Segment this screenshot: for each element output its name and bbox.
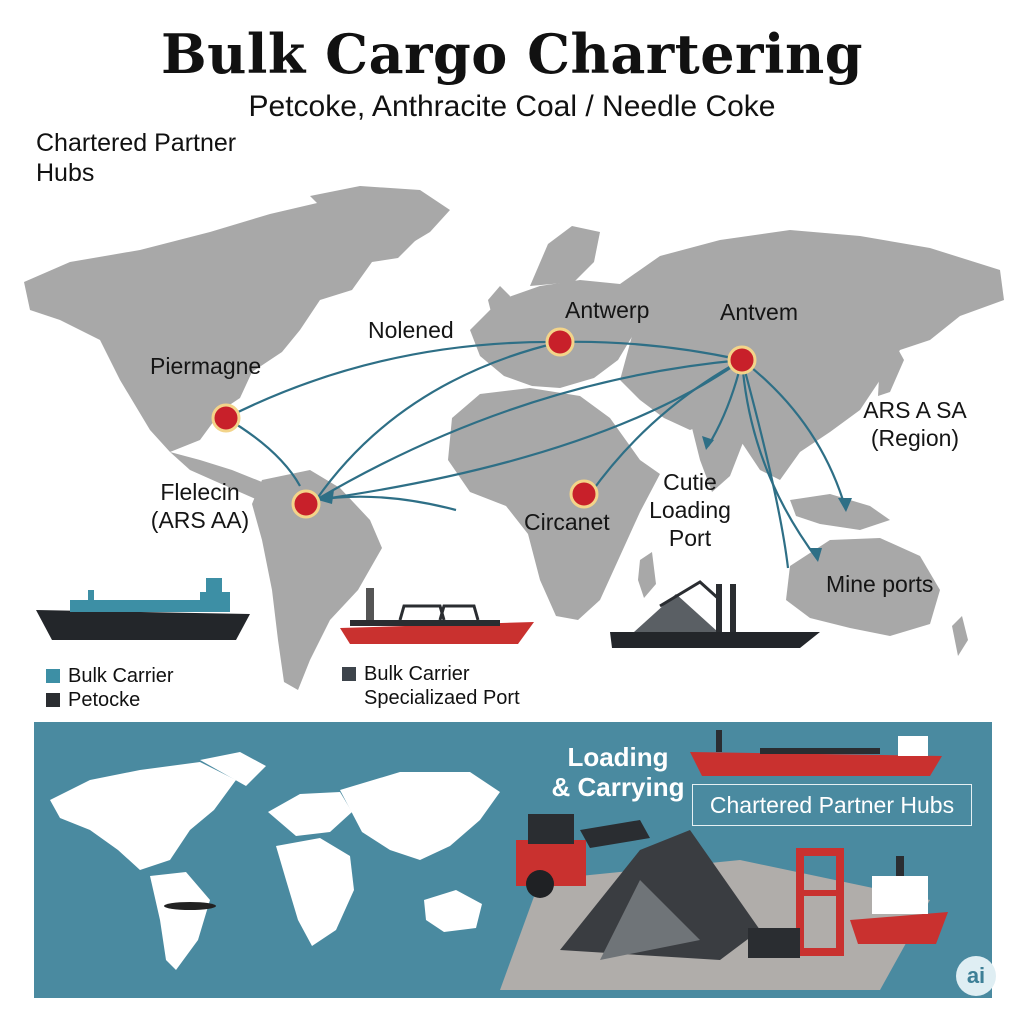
arrow-flelecin (318, 490, 334, 504)
legend-swatch-teal (46, 669, 60, 683)
route-antwerp-antvem (559, 340, 743, 362)
coal-pile-small (600, 880, 700, 960)
uk (488, 286, 510, 318)
port-building (748, 928, 800, 958)
mini-asia (340, 772, 500, 860)
label-circanet: Circanet (524, 509, 610, 535)
hub-antvem[interactable] (727, 345, 757, 375)
greenland (310, 186, 450, 250)
legend-mid: Bulk Carrier Specializaed Port (342, 662, 520, 710)
mini-world-map (50, 752, 500, 970)
central-america (170, 452, 276, 500)
south-america (252, 470, 382, 690)
africa (448, 388, 660, 620)
arrow-cutie (702, 436, 714, 450)
route-antwerp-flelecin (315, 340, 561, 501)
route-antvem-flelecin-a (315, 358, 743, 501)
legend-label: Petocke (68, 689, 141, 711)
label-flelecin-sub: (ARS AA) (150, 507, 250, 533)
new-zealand (952, 616, 968, 656)
loader-vehicle (516, 814, 650, 898)
legend-left: Bulk Carrier Petocke (46, 664, 174, 712)
madagascar (638, 552, 656, 598)
hub-piermagne[interactable] (211, 403, 241, 433)
route-piermagne-antwerp (225, 340, 561, 419)
port-crane (796, 848, 844, 956)
label-piermagne: Piermagne (150, 353, 262, 379)
label-nolened: Nolened (368, 317, 454, 343)
label-ars-a-sa: ARS A SA (863, 397, 967, 423)
page-title: Bulk Cargo Chartering (160, 22, 864, 86)
ship-bulk-carrier-left (36, 578, 250, 640)
legend-item: Bulk Carrier (46, 664, 174, 688)
legend-item: Bulk Carrier (342, 662, 520, 686)
label-region: (Region) (870, 425, 960, 451)
route-antvem-mine-1 (740, 359, 819, 561)
arrow-mine-1 (808, 548, 822, 562)
label-antvem: Antvem (720, 299, 798, 325)
australia (786, 538, 940, 636)
japan (878, 342, 904, 396)
panel-ship-top (690, 730, 942, 776)
legend-item: Petocke (46, 688, 174, 712)
label-mine-ports: Mine ports (826, 571, 934, 597)
scandinavia (530, 226, 600, 286)
label-flelecin-name: Flelecin (160, 479, 240, 505)
hub-markers (211, 327, 757, 519)
coal-pile-large (560, 830, 760, 960)
label-flelecin: Flelecin (ARS AA) (140, 478, 260, 534)
mini-africa (276, 838, 354, 946)
land-masses (24, 186, 1004, 690)
page-subtitle: Petcoke, Anthracite Coal / Needle Coke (248, 90, 776, 123)
route-antvem-ars (741, 359, 848, 511)
southeast-asia (790, 494, 890, 530)
legend-swatch-dark (46, 693, 60, 707)
mini-north-america (50, 762, 236, 870)
mini-europe (268, 792, 352, 836)
panel-ship-bottom (850, 856, 948, 944)
panel-heading: Loading & Carrying (551, 742, 685, 802)
route-antvem-mine-2 (740, 359, 790, 569)
hub-antwerp[interactable] (545, 327, 575, 357)
legend-label: Bulk Carrier (68, 665, 174, 687)
specialized-port (610, 580, 820, 648)
mini-ship (164, 902, 216, 910)
section-label: Chartered Partner Hubs (36, 129, 237, 187)
legend-label: Bulk Carrier (364, 663, 470, 685)
legend-label-2: Specializaed Port (364, 687, 520, 709)
legend-swatch-grey (342, 667, 356, 681)
mini-australia (424, 890, 482, 932)
india (690, 416, 744, 492)
world-map (24, 186, 1004, 690)
mini-south-america (150, 872, 210, 970)
label-cutie-loading-port: Cutie Loading Port (649, 469, 731, 551)
label-antwerp: Antwerp (565, 297, 650, 323)
chartered-partner-hubs-box: Chartered Partner Hubs (692, 784, 972, 826)
north-america (24, 200, 420, 452)
mini-greenland (200, 752, 266, 786)
hub-circanet[interactable] (569, 479, 599, 509)
hub-flelecin[interactable] (291, 489, 321, 519)
route-arrowheads (318, 436, 852, 562)
label-ars-region: ARS A SA (Region) (860, 396, 970, 452)
route-antvem-circanet (589, 359, 743, 495)
arrow-ars (838, 498, 852, 512)
ai-badge: ai (956, 956, 996, 996)
ship-bulk-carrier-mid (340, 588, 534, 644)
